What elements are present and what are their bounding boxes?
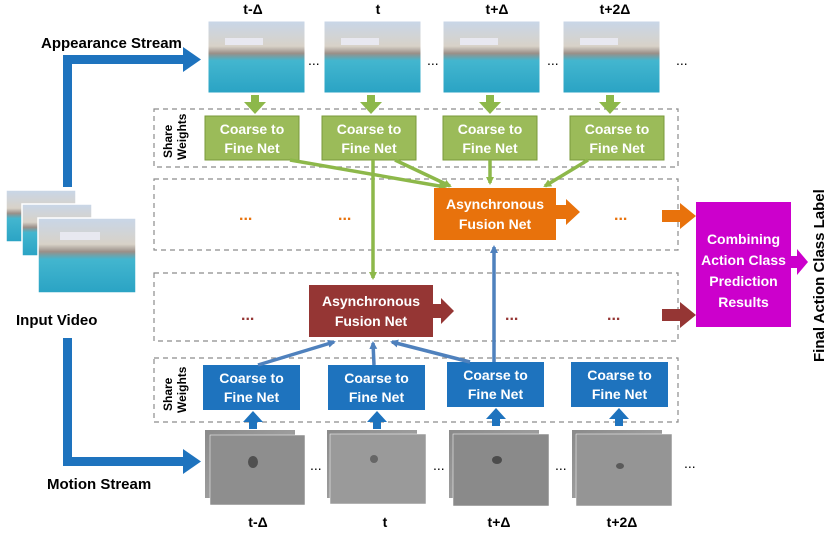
svg-text:Results: Results: [718, 294, 769, 310]
combining-results-box: Combining Action Class Prediction Result…: [696, 202, 791, 327]
ellipsis-orange: ... ... ...: [239, 207, 627, 224]
dashed-boxes: [153, 108, 679, 423]
svg-text:...: ...: [241, 307, 254, 324]
svg-text:Fusion Net: Fusion Net: [335, 313, 408, 329]
svg-text:Fine Net: Fine Net: [224, 140, 280, 156]
svg-text:Coarse to: Coarse to: [587, 367, 652, 383]
time-labels-top: t-Δ t t+Δ t+2Δ: [243, 1, 630, 17]
svg-text:Weights: Weights: [175, 366, 189, 413]
ellipsis-bottom: ... ... ... ...: [310, 455, 696, 473]
async-fusion-net-motion: Asynchronous Fusion Net: [309, 285, 433, 337]
ellipsis-top: ... ... ... ...: [308, 52, 688, 68]
darkred-output-arrow: [662, 302, 696, 328]
svg-text:Weights: Weights: [175, 113, 189, 160]
fusion-row-box-top: [153, 178, 679, 251]
stream-arrows: [63, 47, 201, 474]
svg-text:Coarse to: Coarse to: [344, 370, 409, 386]
svg-text:...: ...: [607, 307, 620, 324]
ellipsis-darkred: ... ... ...: [241, 307, 620, 324]
motion-stream-label: Motion Stream: [47, 476, 151, 493]
svg-text:...: ...: [427, 52, 439, 68]
appearance-stream-label: Appearance Stream: [41, 35, 182, 52]
time-label: t-Δ: [248, 514, 267, 530]
input-video-thumbnails: [5, 189, 137, 294]
svg-text:...: ...: [310, 457, 322, 473]
blue-up-arrows: [243, 408, 629, 429]
share-weights-label-bottom: Share Weights: [161, 366, 189, 413]
svg-text:...: ...: [505, 307, 518, 324]
svg-text:Asynchronous: Asynchronous: [446, 196, 544, 212]
svg-text:Coarse to: Coarse to: [337, 121, 402, 137]
orange-arrow: [556, 199, 580, 225]
svg-text:Share: Share: [161, 124, 175, 158]
time-label: t: [376, 1, 381, 17]
svg-text:Fine Net: Fine Net: [462, 140, 518, 156]
time-label: t+Δ: [488, 514, 511, 530]
time-label: t+2Δ: [600, 1, 631, 17]
svg-text:Coarse to: Coarse to: [220, 121, 285, 137]
svg-text:Coarse to: Coarse to: [458, 121, 523, 137]
svg-text:Fine Net: Fine Net: [592, 386, 648, 402]
time-labels-bottom: t-Δ t t+Δ t+2Δ: [248, 514, 637, 530]
svg-text:Action Class: Action Class: [701, 252, 786, 268]
coarse-to-fine-net-appearance: Coarse to Fine Net: [204, 115, 300, 161]
svg-text:...: ...: [614, 207, 627, 224]
async-fusion-net-appearance: Asynchronous Fusion Net: [434, 188, 556, 240]
coarse-to-fine-net-motion: Coarse to Fine Net: [203, 365, 300, 410]
appearance-frames: [207, 20, 661, 94]
motion-nets: Coarse to Fine Net Coarse to Fine Net Co…: [203, 362, 668, 410]
svg-text:...: ...: [684, 455, 696, 471]
motion-frames: [205, 430, 673, 507]
svg-text:Coarse to: Coarse to: [585, 121, 650, 137]
svg-text:Asynchronous: Asynchronous: [322, 293, 420, 309]
svg-text:Coarse to: Coarse to: [463, 367, 528, 383]
svg-text:...: ...: [555, 457, 567, 473]
share-weights-box-bottom: [153, 357, 679, 423]
time-label: t+2Δ: [607, 514, 638, 530]
svg-text:Fine Net: Fine Net: [224, 389, 280, 405]
coarse-to-fine-net-appearance: Coarse to Fine Net: [569, 115, 665, 161]
svg-text:...: ...: [433, 457, 445, 473]
svg-text:Share: Share: [161, 377, 175, 411]
coarse-to-fine-net-motion: Coarse to Fine Net: [447, 362, 544, 407]
final-action-class-label: Final Action Class Label: [811, 189, 828, 362]
svg-text:Combining: Combining: [707, 231, 780, 247]
svg-text:Fine Net: Fine Net: [349, 389, 405, 405]
blue-connectors: [257, 245, 498, 367]
svg-text:...: ...: [308, 52, 320, 68]
coarse-to-fine-net-appearance: Coarse to Fine Net: [442, 115, 538, 161]
svg-text:Prediction: Prediction: [709, 273, 777, 289]
magenta-output-arrow: [791, 249, 808, 275]
svg-text:...: ...: [239, 207, 252, 224]
green-down-arrows: [244, 95, 621, 114]
svg-text:Fine Net: Fine Net: [589, 140, 645, 156]
svg-text:Coarse to: Coarse to: [219, 370, 284, 386]
svg-text:...: ...: [338, 207, 351, 224]
appearance-nets: Coarse to Fine Net Coarse to Fine Net Co…: [204, 115, 665, 161]
share-weights-label-top: Share Weights: [161, 113, 189, 160]
coarse-to-fine-net-motion: Coarse to Fine Net: [328, 365, 425, 410]
svg-text:Fusion Net: Fusion Net: [459, 216, 532, 232]
coarse-to-fine-net-motion: Coarse to Fine Net: [571, 362, 668, 407]
time-label: t-Δ: [243, 1, 262, 17]
time-label: t+Δ: [486, 1, 509, 17]
time-label: t: [383, 514, 388, 530]
share-weights-box-top: [153, 108, 679, 168]
svg-text:...: ...: [547, 52, 559, 68]
coarse-to-fine-net-appearance: Coarse to Fine Net: [321, 115, 417, 161]
fusion-row-box-bottom: [153, 272, 679, 342]
darkred-arrow: [433, 298, 454, 324]
orange-output-arrow: [662, 203, 696, 229]
svg-text:Fine Net: Fine Net: [468, 386, 524, 402]
svg-text:Fine Net: Fine Net: [341, 140, 397, 156]
green-connectors: [289, 158, 589, 280]
input-video-label: Input Video: [16, 312, 97, 329]
svg-text:...: ...: [676, 52, 688, 68]
